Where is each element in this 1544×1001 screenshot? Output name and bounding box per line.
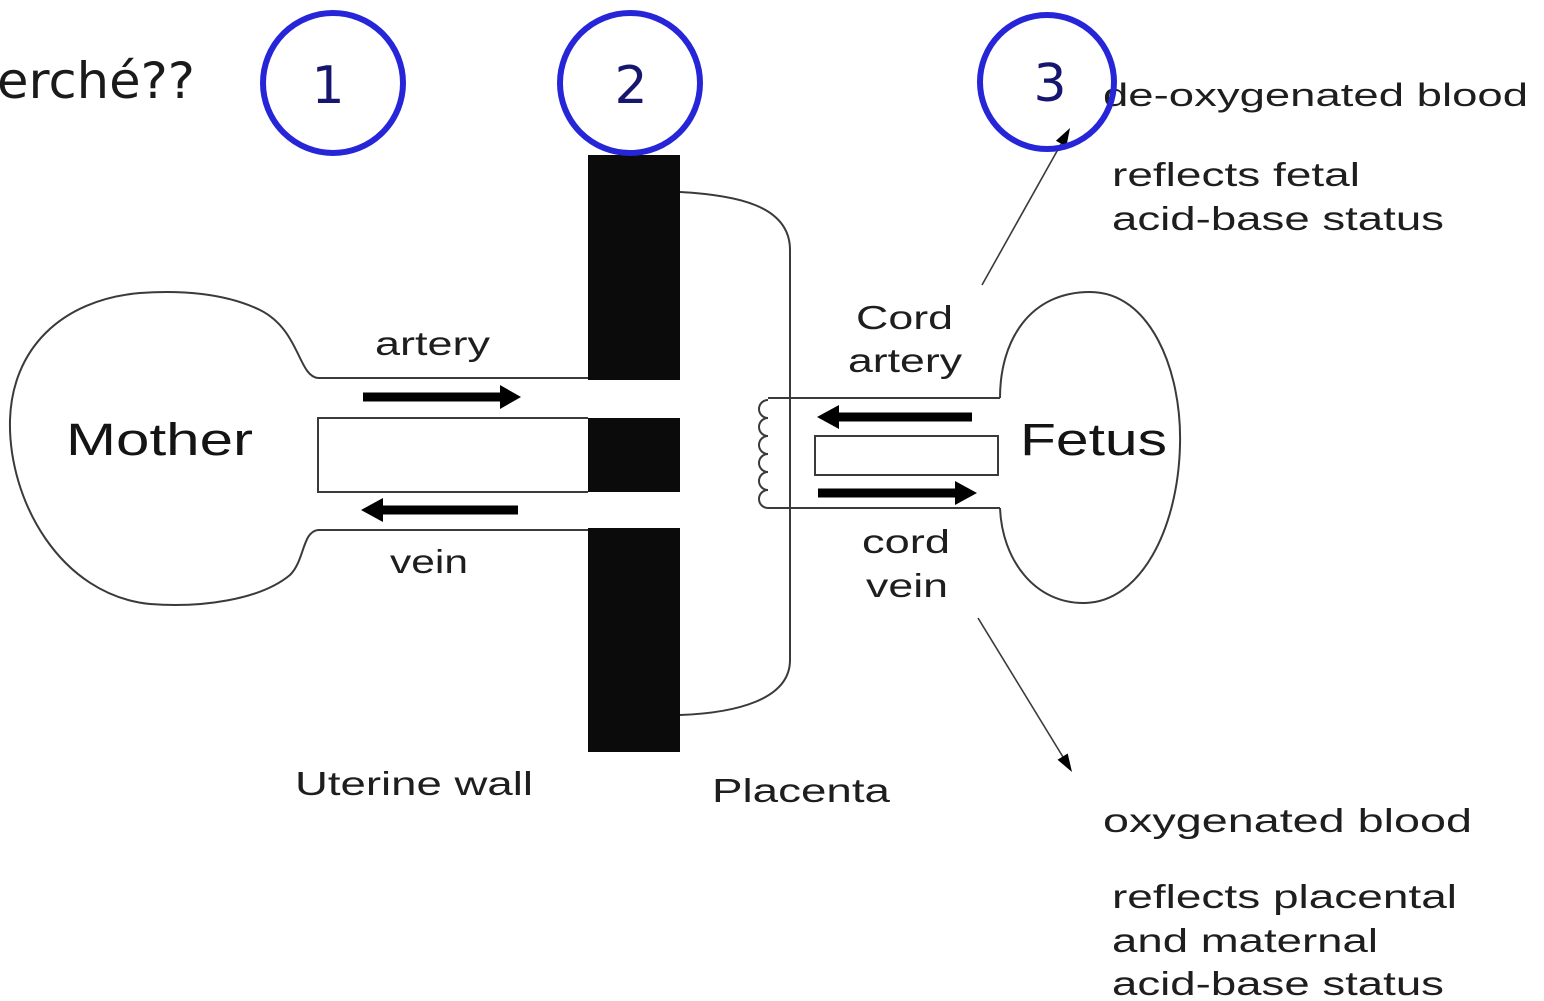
uterine-wall-lower (588, 528, 680, 752)
fetal-note-line1: reflects fetal (1112, 156, 1360, 193)
cord-artery-arrow (817, 405, 972, 429)
marker-1: 1 (263, 13, 403, 153)
cord-vein-label-line2: vein (866, 567, 948, 604)
mother-group: artery Mother vein (10, 292, 588, 605)
maternal-vein-arrow (361, 498, 518, 522)
cord-vein-arrow (818, 481, 977, 505)
cord-divider (815, 436, 998, 475)
slide-title: erché?? (0, 52, 195, 110)
marker-1-number: 1 (311, 56, 344, 116)
fetal-note-line2: acid-base status (1112, 200, 1444, 237)
umbilical-coil (759, 400, 768, 508)
fetus-label: Fetus (1020, 414, 1167, 465)
placenta-outline (680, 192, 790, 715)
cord-artery-label-line2: artery (848, 342, 963, 379)
cord-vein-label-line1: cord (862, 523, 950, 560)
maternal-vessel-divider (318, 418, 588, 492)
uterine-wall-label: Uterine wall (295, 765, 533, 802)
maternal-vein-label: vein (390, 543, 468, 580)
maternal-artery-label: artery (375, 325, 491, 362)
marker-2: 2 (560, 13, 700, 153)
fetus-group: Cord artery Fetus cord vein (759, 292, 1180, 604)
uterine-wall (588, 155, 680, 752)
oxygenated-pointer-arrow (978, 618, 1072, 772)
maternal-artery-arrow (363, 385, 521, 409)
uterine-wall-middle (588, 418, 680, 492)
cord-artery-label-line1: Cord (856, 299, 953, 336)
oxygenated-blood-label: oxygenated blood (1103, 802, 1472, 839)
marker-2-number: 2 (614, 56, 647, 116)
placental-note-line1: reflects placental (1112, 878, 1457, 915)
marker-3: 3 (980, 15, 1114, 149)
marker-3-number: 3 (1033, 54, 1066, 114)
placenta-label: Placenta (712, 772, 891, 809)
deoxygenated-pointer-arrow (982, 128, 1070, 285)
placental-note-line3: acid-base status (1112, 965, 1444, 1001)
uterine-wall-upper (588, 155, 680, 380)
deoxygenated-blood-label: de-oxygenated blood (1103, 77, 1528, 113)
mother-label: Mother (66, 414, 253, 465)
placental-note-line2: and maternal (1112, 922, 1378, 959)
